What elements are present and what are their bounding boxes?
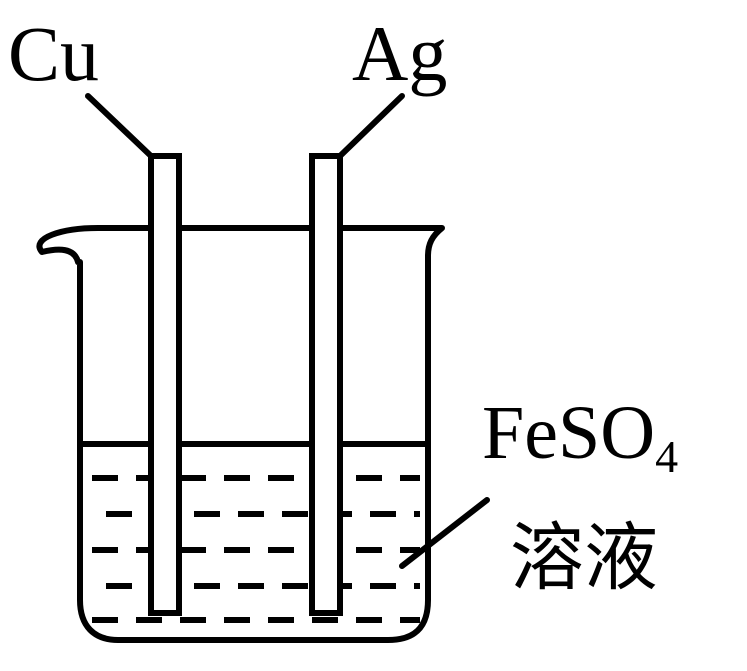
liquid-dashes [92,475,420,623]
solution-formula: FeSO [482,391,655,475]
beaker-outline [36,225,445,643]
cu-label: Cu [8,10,99,97]
ag-label: Ag [352,10,447,97]
cu-leader-line [85,93,154,159]
solution-subscript: 4 [655,431,678,482]
ag-electrode [309,153,343,616]
solution-word-label: 溶液 [510,518,658,600]
ag-leader-line [337,93,405,159]
solution-formula-label: FeSO4 [482,391,678,482]
cu-electrode [148,153,182,616]
solution-leader-line [399,497,490,569]
